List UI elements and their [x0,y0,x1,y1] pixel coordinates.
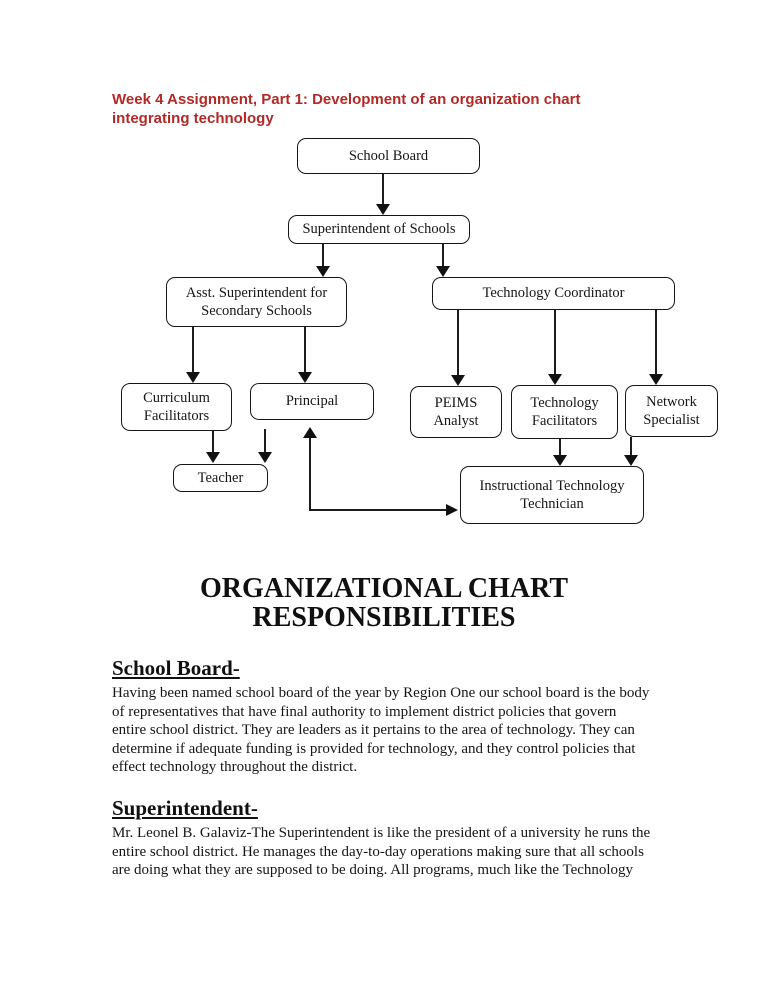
org-node-school-board: School Board [297,138,480,174]
org-node-peims-analyst: PEIMS Analyst [410,386,502,438]
edge-superintendent-asst-line [322,244,324,266]
assignment-heading: Week 4 Assignment, Part 1: Development o… [112,91,581,127]
edge-network-itt-line [630,437,632,455]
org-node-principal: Principal [250,383,374,420]
edge-principal-teacher-line [264,429,266,453]
edge-techcoord-network-arrowhead-icon [649,374,663,385]
edge-network-itt-arrowhead-icon [624,455,638,466]
edge-itt-principal-vertical-line [309,438,311,511]
edge-school-board-superintendent-arrowhead-icon [376,204,390,215]
edge-asst-principal-line [304,327,306,372]
responsibilities-title: ORGANIZATIONAL CHART RESPONSIBILITIES [200,573,568,633]
org-node-asst-superintendent: Asst. Superintendent for Secondary Schoo… [166,277,347,327]
edge-techcoord-peims-line [457,310,459,375]
edge-techfacil-itt-line [559,439,561,455]
org-node-network-specialist: Network Specialist [625,385,718,437]
org-node-technology-coordinator: Technology Coordinator [432,277,675,310]
edge-itt-principal-horizontal-line [309,509,447,511]
edge-school-board-superintendent-line [382,174,384,204]
section-heading-superintendent: Superintendent- [112,796,258,820]
org-node-technology-facilitators: Technology Facilitators [511,385,618,439]
edge-curriculum-teacher-line [212,431,214,453]
edge-asst-curriculum-line [192,327,194,372]
edge-curriculum-teacher-arrowhead-icon [206,452,220,463]
edge-superintendent-asst-arrowhead-icon [316,266,330,277]
edge-techcoord-techfacil-arrowhead-icon [548,374,562,385]
edge-techfacil-itt-arrowhead-icon [553,455,567,466]
edge-superintendent-techcoord-line [442,244,444,266]
org-node-superintendent: Superintendent of Schools [288,215,470,244]
edge-itt-principal-up-arrowhead-icon [303,427,317,438]
section-body-superintendent: Mr. Leonel B. Galaviz-The Superintendent… [112,825,651,879]
edge-asst-principal-arrowhead-icon [298,372,312,383]
edge-techcoord-techfacil-line [554,310,556,374]
org-node-instructional-technology-technician: Instructional Technology Technician [460,466,644,524]
edge-principal-teacher-arrowhead-icon [258,452,272,463]
edge-itt-principal-right-arrowhead-icon [446,504,458,516]
section-body-school-board: Having been named school board of the ye… [112,685,650,776]
edge-techcoord-peims-arrowhead-icon [451,375,465,386]
edge-superintendent-techcoord-arrowhead-icon [436,266,450,277]
edge-asst-curriculum-arrowhead-icon [186,372,200,383]
org-node-teacher: Teacher [173,464,268,492]
org-node-curriculum-facilitators: Curriculum Facilitators [121,383,232,431]
section-heading-school-board: School Board- [112,656,240,680]
edge-techcoord-network-line [655,310,657,374]
